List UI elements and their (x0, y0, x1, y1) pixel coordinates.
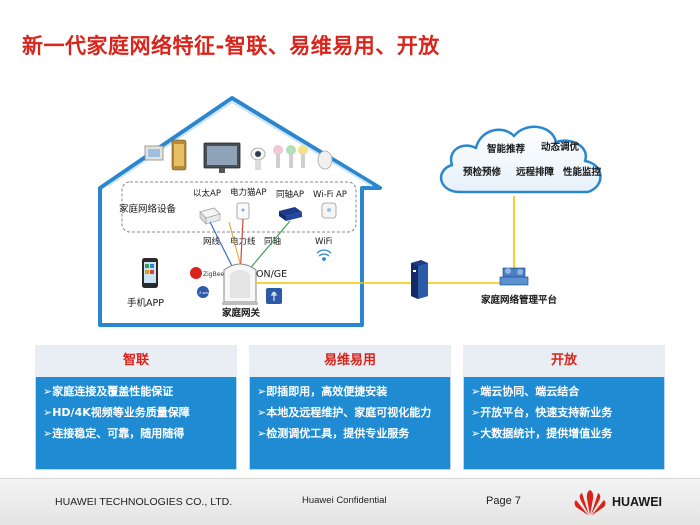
panel-heading: 开放 (463, 345, 665, 377)
coax-ap-icon (279, 207, 302, 221)
platform-label: 家庭网络管理平台 (481, 294, 558, 306)
management-servers-icon (499, 267, 529, 286)
panel-list: ➢即插即用，高效便捷安装 ➢本地及远程维护、家庭可视化能力 ➢检测调优工具，提供… (257, 383, 445, 446)
device-label-plc-ap: 电力猫AP (230, 187, 266, 198)
home-network-diagram: 家庭网络设备 以太AP 电力猫AP 同轴AP Wi-Fi AP 网线 电力线 同… (98, 96, 602, 327)
ethernet-ap-icon (199, 207, 221, 225)
panel-item: ➢大数据统计，提供增值业务 (471, 427, 613, 440)
device-group-box (121, 181, 357, 233)
panel-item: ➢HD/4K视频等业务质量保障 (43, 406, 190, 419)
panel-item: ➢连接稳定、可靠，随用随得 (43, 427, 185, 440)
link-label-plc: 电力线 (230, 236, 256, 247)
plc-ap-icon (236, 202, 250, 220)
mobile-app-label: 手机APP (127, 297, 164, 309)
footer-confidential: Huawei Confidential (302, 495, 387, 506)
zigbee-logo: ZigBee (190, 267, 224, 279)
cloud-item-tuning: 动态调优 (541, 141, 580, 153)
panel-item: ➢本地及远程维护、家庭可视化能力 (257, 406, 432, 419)
home-gateway-label: 家庭网关 (222, 307, 261, 319)
panel-item: ➢检测调优工具，提供专业服务 (257, 427, 410, 440)
feature-panel-open: 开放 ➢端云协同、端云结合 ➢开放平台，快速支持新业务 ➢大数据统计，提供增值业… (463, 345, 665, 470)
zwave-logo: Z-wave (197, 286, 212, 298)
panel-list: ➢家庭连接及覆盖性能保证 ➢HD/4K视频等业务质量保障 ➢连接稳定、可靠，随用… (43, 383, 231, 446)
wifi-signal-icon (316, 249, 332, 261)
footer-company: HUAWEI TECHNOLOGIES CO., LTD. (55, 496, 233, 508)
link-label-ethernet: 网线 (203, 236, 221, 247)
smart-appliances (144, 139, 333, 173)
device-label-ethernet-ap: 以太AP (193, 188, 221, 199)
cloud-item-remote: 远程排障 (516, 166, 555, 178)
cloud-item-precheck: 预检预修 (463, 166, 502, 178)
cloud-item-recommend: 智能推荐 (487, 143, 526, 155)
home-gateway-icon (222, 263, 258, 305)
mobile-phone-icon (142, 258, 158, 288)
usb-icon (266, 288, 282, 304)
slide-footer: HUAWEI TECHNOLOGIES CO., LTD. Huawei Con… (0, 478, 700, 525)
page-title: 新一代家庭网络特征-智联、易维易用、开放 (22, 34, 440, 58)
cloud-item-monitor: 性能监控 (563, 166, 602, 178)
device-label-coax-ap: 同轴AP (276, 189, 304, 200)
panel-heading: 智联 (35, 345, 237, 377)
feature-panel-easy-maintenance: 易维易用 ➢即插即用，高效便捷安装 ➢本地及远程维护、家庭可视化能力 ➢检测调优… (249, 345, 451, 470)
panel-item: ➢开放平台，快速支持新业务 (471, 406, 613, 419)
footer-brand: HUAWEI (612, 495, 662, 509)
wifi-ap-icon (321, 202, 337, 219)
device-group-label: 家庭网络设备 (119, 203, 177, 215)
panel-item: ➢端云协同、端云结合 (471, 385, 580, 398)
panel-item: ➢家庭连接及覆盖性能保证 (43, 385, 174, 398)
panel-list: ➢端云协同、端云结合 ➢开放平台，快速支持新业务 ➢大数据统计，提供增值业务 (471, 383, 659, 446)
on-ge-label: ON/GE (256, 269, 287, 280)
huawei-logo-icon (574, 490, 606, 516)
feature-panel-smart-connect: 智联 ➢家庭连接及覆盖性能保证 ➢HD/4K视频等业务质量保障 ➢连接稳定、可靠… (35, 345, 237, 470)
panel-item: ➢即插即用，高效便捷安装 (257, 385, 388, 398)
footer-page-number: Page 7 (486, 495, 521, 507)
link-label-wifi: WiFi (315, 237, 332, 247)
panel-heading: 易维易用 (249, 345, 451, 377)
svg-text:Z-wave: Z-wave (199, 291, 212, 295)
cloud-shape (440, 125, 602, 194)
ont-device-icon (411, 260, 428, 299)
device-label-wifi-ap: Wi-Fi AP (313, 190, 347, 200)
svg-text:ZigBee: ZigBee (203, 271, 224, 278)
